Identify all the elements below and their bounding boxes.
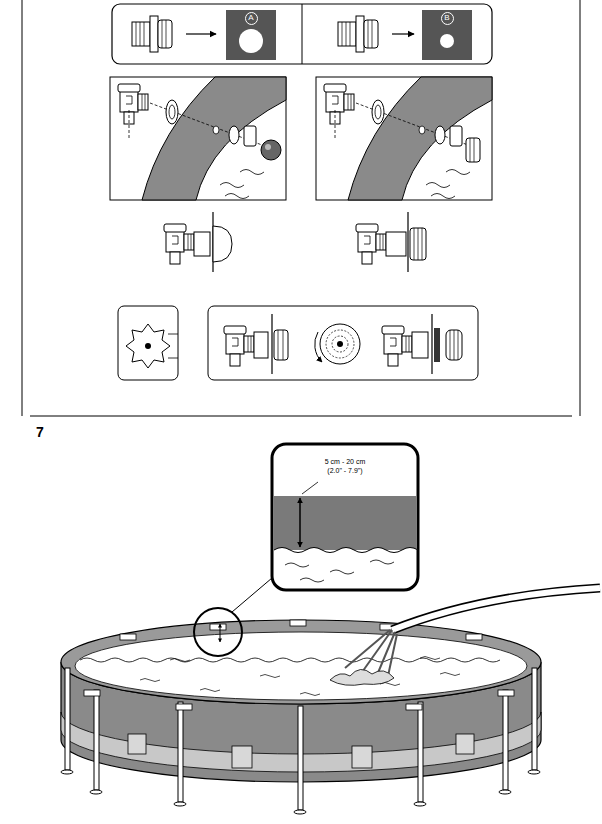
option-letter: A bbox=[248, 14, 253, 22]
option-letter: B bbox=[444, 14, 449, 22]
dimension-label: 5 cm - 20 cm bbox=[325, 458, 365, 466]
step-number: 7 bbox=[36, 425, 44, 440]
option-badge: B bbox=[441, 12, 454, 25]
dimension-label: (2.0" - 7.9") bbox=[327, 467, 362, 475]
option-badge: A bbox=[245, 12, 258, 25]
